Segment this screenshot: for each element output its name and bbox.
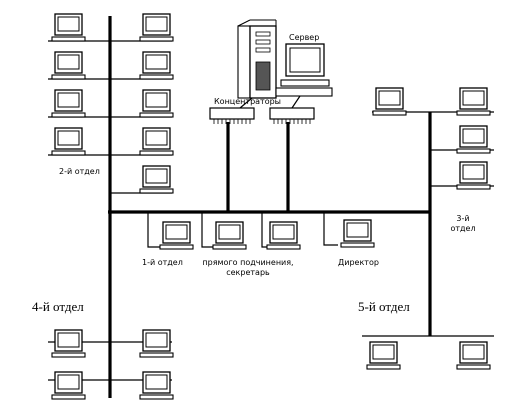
- director-label: Директор: [338, 258, 379, 267]
- monitor-icon: [139, 329, 174, 358]
- server-hub-links: [239, 95, 301, 109]
- direct-subordination-line1: прямого подчинения,: [202, 258, 294, 267]
- monitor-icon: [340, 219, 375, 248]
- monitor-icon: [51, 51, 86, 80]
- monitor-icon: [139, 371, 174, 400]
- dept5-label: 5-й отдел: [358, 299, 410, 314]
- dept3-label: 3-й отдел: [448, 214, 478, 234]
- monitor-icon: [456, 161, 491, 190]
- direct-subordination-label: прямого подчинения, секретарь: [196, 258, 300, 278]
- monitor-icon: [51, 13, 86, 42]
- monitor-icon: [51, 329, 86, 358]
- monitor-icon: [366, 341, 401, 370]
- server-tower-icon: [237, 19, 333, 99]
- monitor-icon: [159, 221, 194, 250]
- dept2-label: 2-й отдел: [59, 167, 100, 176]
- monitor-icon: [212, 221, 247, 250]
- monitor-icon: [139, 165, 174, 194]
- monitor-icon: [456, 125, 491, 154]
- dept4-label: 4-й отдел: [32, 299, 84, 314]
- monitor-icon: [139, 51, 174, 80]
- monitor-icon: [51, 371, 86, 400]
- dept3-line1: 3-й: [456, 214, 470, 223]
- monitor-icon: [456, 87, 491, 116]
- server-label: Сервер: [289, 33, 320, 42]
- monitor-icon: [139, 89, 174, 118]
- dept1-label: 1-й отдел: [142, 258, 183, 267]
- monitor-icon: [372, 87, 407, 116]
- monitor-icon: [51, 89, 86, 118]
- direct-subordination-line2: секретарь: [226, 268, 270, 277]
- monitor-icon: [456, 341, 491, 370]
- monitor-icon: [139, 127, 174, 156]
- hub-icon: [209, 107, 255, 124]
- hub-icon: [269, 107, 315, 124]
- monitor-icon: [51, 127, 86, 156]
- backbone-cables: [108, 16, 432, 398]
- monitor-icon: [266, 221, 301, 250]
- monitor-icon: [139, 13, 174, 42]
- dept3-line2: отдел: [450, 224, 476, 233]
- hubs-label: Концентраторы: [214, 97, 281, 106]
